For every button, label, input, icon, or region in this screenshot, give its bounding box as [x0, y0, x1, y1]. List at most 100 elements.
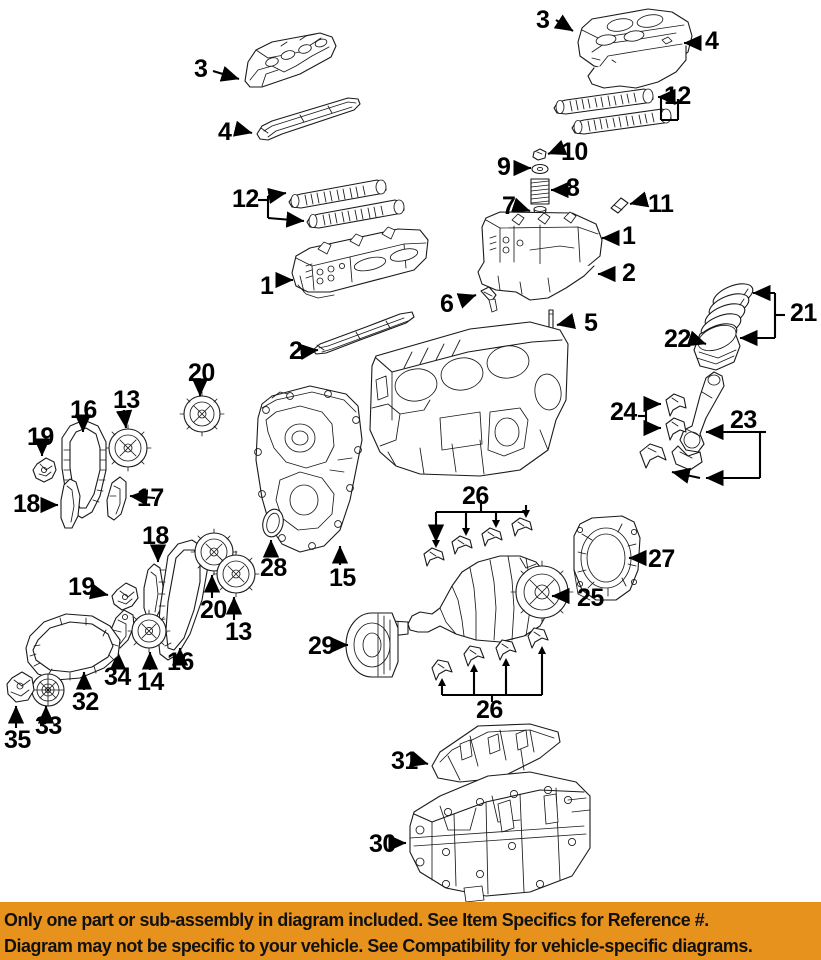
- callout-number-3-left: 3: [194, 55, 208, 83]
- callout-leader-4-left: [232, 120, 253, 137]
- part-cylinder-head-left: [291, 226, 429, 299]
- part-valve-cover-left: [244, 32, 337, 88]
- callout-number-2-right: 2: [622, 259, 636, 287]
- callout-number-12-right: 12: [664, 82, 691, 110]
- callout-number-26-lower: 26: [476, 696, 503, 724]
- callout-number-23: 23: [730, 406, 757, 434]
- part-sprocket-13-lower: [212, 550, 260, 598]
- callout-number-32: 32: [72, 688, 99, 716]
- callout-number-21: 21: [790, 299, 817, 327]
- callout-number-20-lower: 20: [200, 596, 227, 624]
- part-crank-pulley-29: [345, 612, 399, 678]
- part-tensioner-arm-17: [106, 476, 127, 521]
- part-retainer-9: [531, 163, 549, 175]
- part-chain-guide-18-upper: [60, 478, 81, 529]
- callout-number-13-upper: 13: [113, 386, 140, 414]
- callout-leader-19-lower: [89, 583, 109, 600]
- callout-number-6: 6: [440, 290, 454, 318]
- callout-number-2-left: 2: [289, 337, 303, 365]
- part-belt-tensioner-35: [6, 671, 35, 703]
- callout-number-11: 11: [648, 190, 674, 218]
- part-crankshaft-25: [354, 555, 574, 643]
- part-camshaft-left-2: [306, 199, 405, 229]
- callout-number-30: 30: [369, 830, 396, 858]
- callout-number-7: 7: [502, 192, 516, 220]
- callout-number-22: 22: [664, 325, 691, 353]
- callout-number-18-upper: 18: [13, 490, 40, 518]
- callout-number-24: 24: [610, 398, 637, 426]
- part-front-seal-28: [262, 508, 284, 538]
- part-engine-block: [369, 321, 569, 477]
- callout-number-34: 34: [104, 663, 131, 691]
- part-valve-spring-8: [530, 178, 550, 205]
- part-sprocket-20-upper: [179, 391, 225, 437]
- callout-number-5: 5: [584, 309, 598, 337]
- callout-number-10: 10: [561, 138, 588, 166]
- part-camshaft-left-1: [288, 179, 387, 209]
- callout-leader-26-upper: [427, 500, 530, 548]
- callout-number-4-left: 4: [218, 118, 232, 146]
- part-connecting-rod-23: [671, 371, 725, 471]
- callout-number-16-upper: 16: [70, 396, 97, 424]
- part-cylinder-head-right: [477, 211, 603, 301]
- callout-leader-21: [739, 284, 785, 347]
- callout-number-3-right: 3: [536, 6, 550, 34]
- part-dowel-pin-11: [610, 197, 629, 214]
- callout-leader-11: [629, 191, 650, 208]
- callout-number-35: 35: [4, 726, 31, 754]
- callout-number-13-lower: 13: [225, 618, 252, 646]
- part-timing-cover-15: [254, 385, 363, 553]
- callout-number-17: 17: [137, 484, 164, 512]
- callout-number-15: 15: [329, 564, 356, 592]
- callout-leader-6: [456, 293, 477, 309]
- part-drive-belt-32: [25, 613, 121, 681]
- callout-number-28: 28: [260, 554, 287, 582]
- part-head-gasket-left: [312, 311, 415, 355]
- part-oil-pan-30: [409, 771, 591, 903]
- callout-number-29: 29: [308, 632, 335, 660]
- callout-number-12-left: 12: [232, 185, 259, 213]
- callout-number-18-lower: 18: [142, 522, 169, 550]
- part-rod-bearings-24: [639, 393, 687, 469]
- callout-leader-22: [686, 330, 707, 347]
- part-oil-pan-baffle-31: [431, 723, 561, 783]
- part-rear-seal-housing-27: [573, 515, 641, 601]
- callout-number-14: 14: [137, 668, 164, 696]
- callout-number-9: 9: [497, 153, 511, 181]
- callout-leader-3-right: [553, 14, 574, 32]
- disclaimer-banner: Only one part or sub-assembly in diagram…: [0, 902, 821, 960]
- part-sprocket-13-upper: [104, 424, 152, 472]
- callout-number-4-right: 4: [705, 27, 719, 55]
- callout-number-1-right: 1: [622, 222, 636, 250]
- disclaimer-line-2: Diagram may not be specific to your vehi…: [4, 934, 753, 956]
- callout-leader-23: [705, 423, 766, 487]
- callout-number-8: 8: [566, 174, 580, 202]
- callout-number-19-upper: 19: [27, 423, 54, 451]
- part-piston-22: [693, 324, 741, 371]
- callout-leader-12-left: [258, 187, 305, 228]
- callout-leader-17: [129, 489, 156, 506]
- part-camshaft-right-2: [571, 108, 672, 135]
- part-valve-cover-right: [577, 8, 693, 89]
- part-chain-guide-18-lower: [143, 563, 164, 621]
- callout-leader-26-lower: [438, 646, 546, 702]
- part-main-bearings-26-lower: [431, 627, 549, 681]
- part-camshaft-right-1: [553, 88, 654, 115]
- callout-leader-7: [510, 197, 531, 214]
- callout-number-33: 33: [35, 712, 62, 740]
- callout-number-31: 31: [391, 747, 418, 775]
- part-main-bearings-26-upper: [423, 517, 533, 567]
- callout-number-27: 27: [648, 545, 675, 573]
- part-tensioner-19-upper: [32, 457, 57, 483]
- callout-leader-10: [547, 139, 568, 156]
- callout-leader-24: [638, 395, 701, 484]
- callout-leader-3-left: [212, 65, 240, 82]
- callout-number-1-left: 1: [260, 272, 274, 300]
- callout-leader-2-left: [299, 343, 319, 361]
- part-sprocket-14: [127, 609, 171, 653]
- callout-leader-5: [556, 313, 577, 330]
- part-tensioner-19-lower: [111, 582, 139, 611]
- part-valve-keeper-10: [532, 148, 547, 161]
